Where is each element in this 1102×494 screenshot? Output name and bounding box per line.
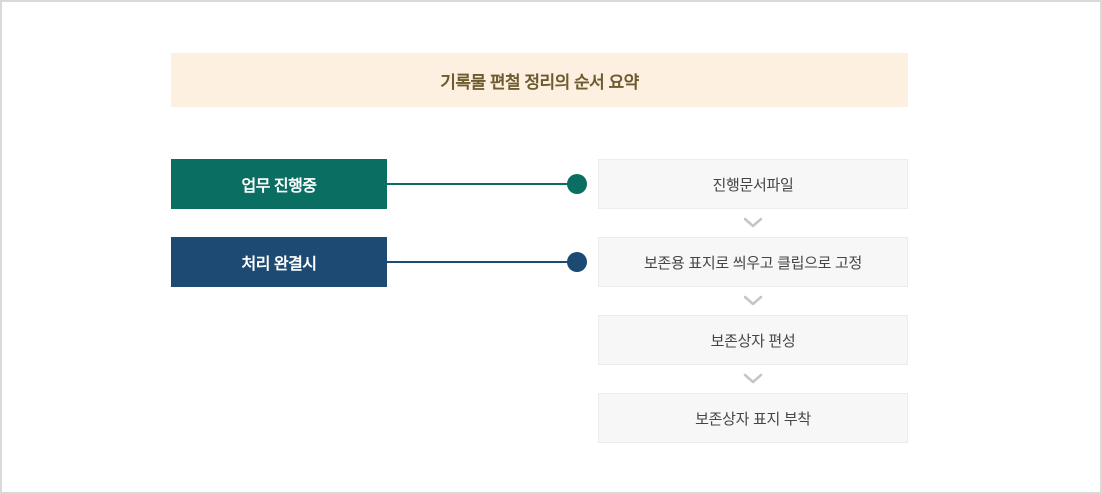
- step-label: 진행문서파일: [712, 176, 794, 194]
- step-label: 보존상자 편성: [710, 332, 796, 350]
- step-label: 보존상자 표지 부착: [695, 410, 811, 428]
- diagram-title-banner: 기록물 편철 정리의 순서 요약: [171, 53, 908, 107]
- status-label-completed: 처리 완결시: [241, 256, 317, 273]
- status-box-in-progress: 업무 진행중: [171, 159, 387, 209]
- status-box-completed: 처리 완결시: [171, 237, 387, 287]
- circle-dot-icon: [567, 174, 587, 194]
- connector-line-in-progress: [387, 183, 577, 185]
- step-box-preservation-box-label: 보존상자 표지 부착: [598, 393, 908, 443]
- chevron-down-icon: [743, 373, 763, 385]
- step-box-current-file: 진행문서파일: [598, 159, 908, 209]
- status-label-in-progress: 업무 진행중: [241, 178, 317, 195]
- step-label: 보존용 표지로 씌우고 클립으로 고정: [644, 254, 862, 272]
- chevron-down-icon: [743, 217, 763, 229]
- diagram-title: 기록물 편철 정리의 순서 요약: [440, 72, 639, 92]
- step-box-preservation-cover: 보존용 표지로 씌우고 클립으로 고정: [598, 237, 908, 287]
- chevron-down-icon: [743, 295, 763, 307]
- circle-dot-icon: [567, 252, 587, 272]
- step-box-preservation-box-organize: 보존상자 편성: [598, 315, 908, 365]
- connector-line-completed: [387, 261, 577, 263]
